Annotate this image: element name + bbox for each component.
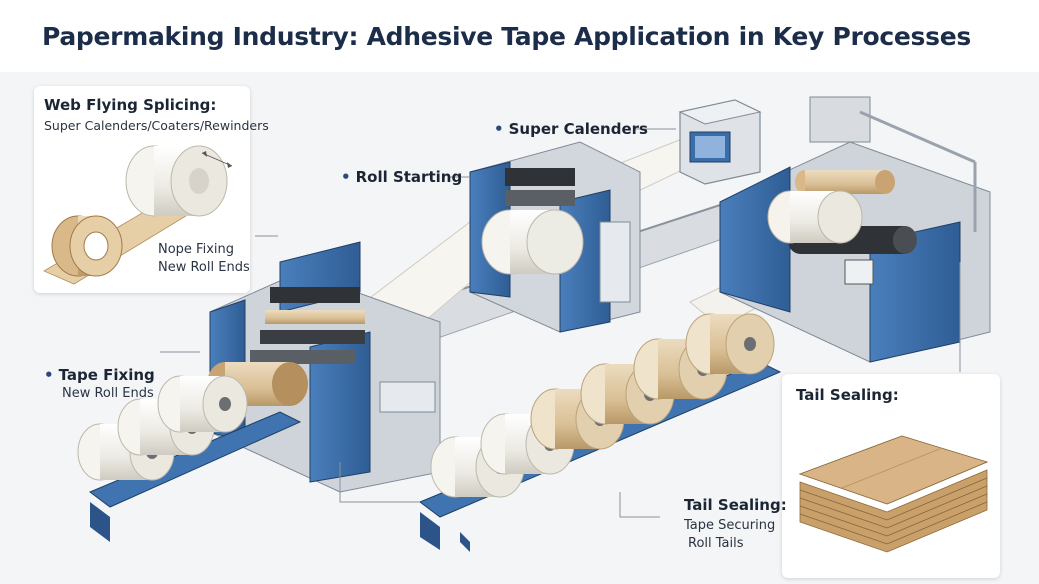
header: Papermaking Industry: Adhesive Tape Appl…	[0, 0, 1039, 73]
super-calenders-label: •Super Calenders	[494, 120, 648, 138]
web-splicing-subtitle: Super Calenders/Coaters/Rewinders	[44, 118, 269, 133]
bullet: •	[341, 168, 351, 186]
tape-fixing-subtitle: New Roll Ends	[62, 386, 154, 401]
bullet: •	[494, 120, 504, 138]
machine-illustration	[77, 96, 991, 552]
white-rolls	[77, 375, 248, 481]
board-stack-illustration	[798, 435, 989, 553]
roll-starting-label: •Roll Starting	[341, 168, 462, 186]
rewinder-rollers	[767, 170, 917, 254]
tail-sealing-bottom-line1: Tape Securing	[684, 518, 776, 533]
white-roll-rack	[89, 411, 302, 542]
tail-sealing-card: Tail Sealing:	[782, 374, 1000, 578]
bullet: •	[44, 366, 54, 384]
tape-fixing-title: Tape Fixing	[58, 366, 155, 384]
diagram-stage: Web Flying Splicing: Super Calenders/Coa…	[0, 72, 1039, 584]
tail-sealing-bottom-card: Tail Sealing: Tape Securing Roll Tails	[672, 484, 787, 570]
web-splicing-note-line1: Nope Fixing	[158, 242, 235, 257]
rewinder-machine	[719, 96, 991, 363]
web-splicing-note-line2: New Roll Ends	[158, 260, 250, 275]
tail-sealing-card-title: Tail Sealing:	[796, 386, 899, 404]
tape-fixing-label: •Tape Fixing	[44, 366, 155, 384]
web-splicing-title: Web Flying Splicing:	[44, 96, 217, 114]
tape-roll-illustration	[43, 145, 233, 285]
super-calenders-title: Super Calenders	[508, 120, 648, 138]
tail-sealing-bottom-title: Tail Sealing:	[684, 496, 787, 514]
leader-lines	[160, 128, 961, 518]
web-splicing-card: Web Flying Splicing: Super Calenders/Coa…	[34, 86, 269, 293]
tail-sealing-bottom-line2: Roll Tails	[688, 536, 744, 551]
roll-starting-rollers	[481, 168, 584, 275]
finished-rolls	[430, 313, 775, 498]
roll-starting-title: Roll Starting	[355, 168, 463, 186]
super-calender-unit	[678, 99, 762, 185]
page-title: Papermaking Industry: Adhesive Tape Appl…	[42, 22, 971, 51]
